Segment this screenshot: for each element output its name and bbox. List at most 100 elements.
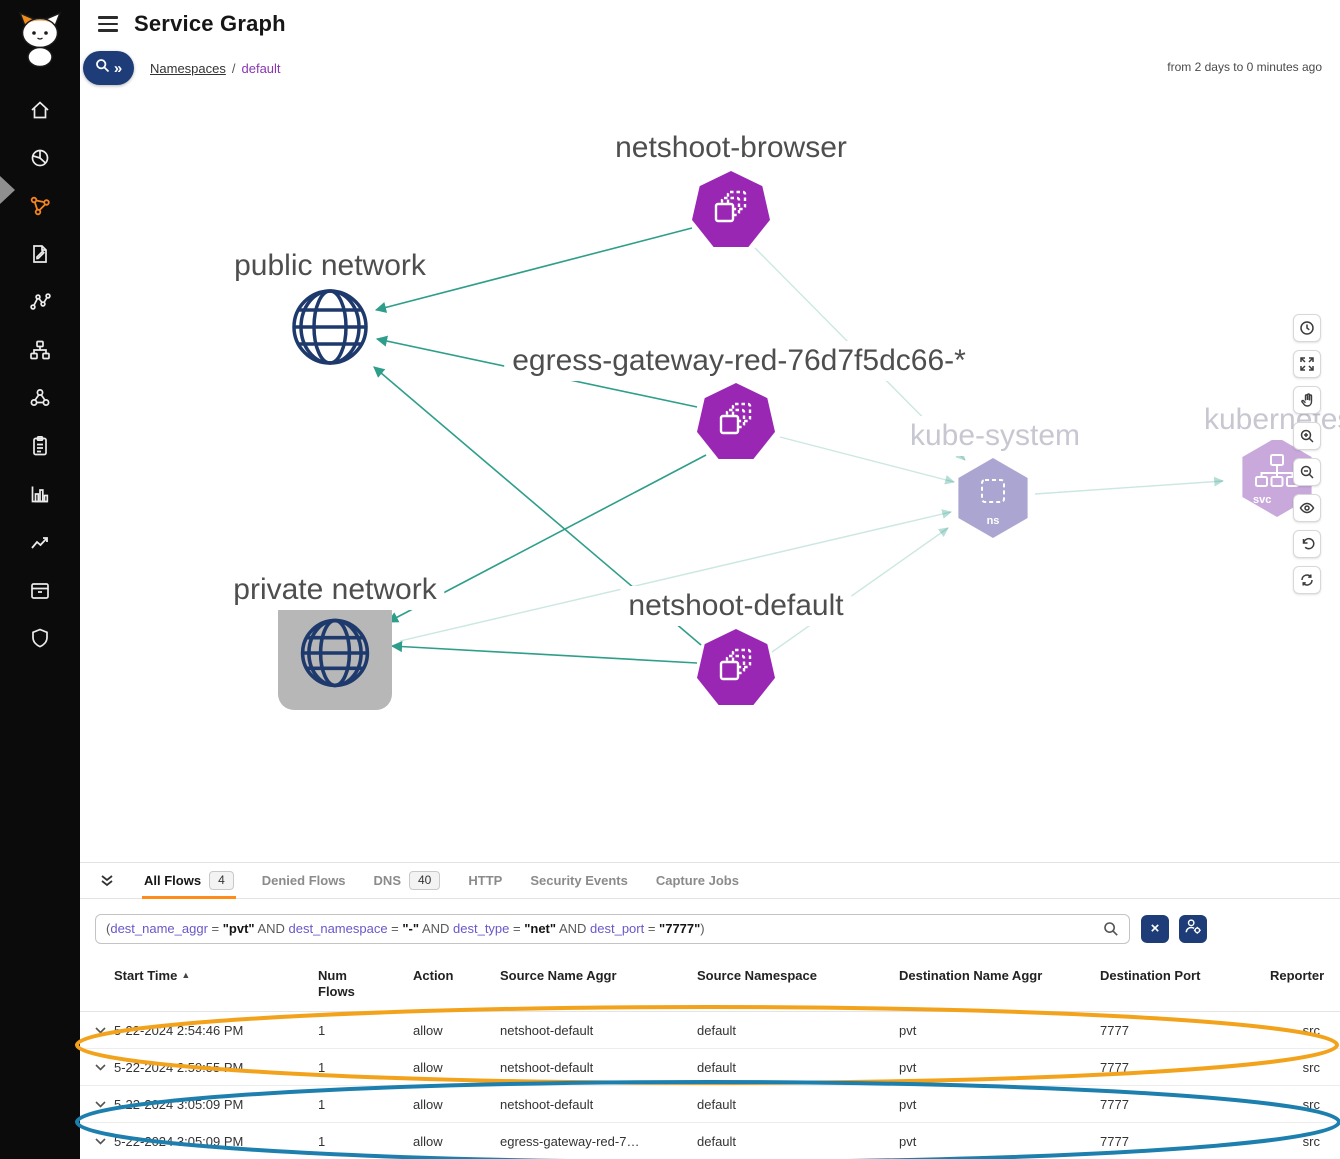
node-egress-gateway-pod-icon[interactable] [694, 381, 778, 470]
zoom-in-button[interactable] [1293, 422, 1321, 450]
node-private-network-globe-icon[interactable] [299, 617, 371, 694]
reports-icon[interactable] [16, 470, 64, 518]
cell-reporter: src [1270, 1060, 1340, 1075]
cell-num-flows: 1 [318, 1097, 413, 1112]
node-label-egress-gateway[interactable]: egress-gateway-red-76d7f5dc66-* [504, 341, 974, 381]
filter-row: (dest_name_aggr = "pvt" AND dest_namespa… [80, 899, 1340, 958]
zoom-out-button[interactable] [1293, 458, 1321, 486]
filter-token-val: "-" [402, 921, 419, 936]
header-num-flows[interactable]: Num Flows [318, 968, 364, 1001]
history-button[interactable] [1293, 314, 1321, 342]
node-netshoot-default-pod-icon[interactable] [694, 627, 778, 716]
cell-source-name-aggr: netshoot-default [500, 1097, 697, 1112]
archive-icon[interactable] [16, 566, 64, 614]
search-icon [95, 58, 110, 78]
tab-http[interactable]: HTTP [466, 863, 504, 898]
graph-search-button[interactable]: » [83, 51, 134, 85]
header-destination-port[interactable]: Destination Port [1100, 968, 1270, 984]
table-row[interactable]: 5-22-2024 2:59:55 PM1allownetshoot-defau… [80, 1049, 1340, 1086]
tab-denied-flows[interactable]: Denied Flows [260, 863, 348, 898]
user-gear-icon [1184, 917, 1202, 940]
row-expand-chevron-icon[interactable] [86, 1064, 114, 1071]
filter-token-op: AND [556, 921, 590, 936]
active-nav-marker [0, 176, 15, 204]
user-settings-button[interactable] [1179, 915, 1207, 943]
filter-token-val: "pvt" [223, 921, 255, 936]
tab-label: All Flows [144, 873, 201, 888]
dashboards-icon[interactable] [16, 134, 64, 182]
search-icon[interactable] [1103, 921, 1119, 937]
node-label-netshoot-browser[interactable]: netshoot-browser [607, 128, 855, 168]
header-start-time[interactable]: Start Time▲ [114, 968, 318, 984]
cell-start-time: 5-22-2024 2:59:55 PM [114, 1060, 318, 1075]
node-kube-system-namespace-icon[interactable]: ns [951, 456, 1035, 545]
home-icon[interactable] [16, 86, 64, 134]
cell-num-flows: 1 [318, 1060, 413, 1075]
calico-logo[interactable] [16, 10, 64, 68]
edge-kube-system-kubernetes[interactable] [1035, 481, 1223, 494]
node-label-private-network[interactable]: private network [225, 570, 444, 610]
visibility-eye-button[interactable] [1293, 494, 1321, 522]
header-destination-name-aggr[interactable]: Destination Name Aggr [899, 968, 1100, 984]
cell-source-namespace: default [697, 1134, 899, 1149]
row-expand-chevron-icon[interactable] [86, 1138, 114, 1145]
trends-icon[interactable] [16, 518, 64, 566]
breadcrumb-bar: » Namespaces/default from 2 days to 0 mi… [80, 48, 1340, 90]
filter-token-key: dest_name_aggr [110, 921, 208, 936]
tab-label: Security Events [530, 873, 628, 888]
collapse-panel-button[interactable] [96, 875, 118, 887]
table-row[interactable]: 5-22-2024 2:54:46 PM1allownetshoot-defau… [80, 1012, 1340, 1049]
node-label-kube-system[interactable]: kube-system [902, 416, 1088, 456]
service-graph-canvas[interactable]: netshoot-browser public network egress-g… [80, 90, 1340, 862]
filter-token-key: dest_namespace [289, 921, 388, 936]
cell-source-namespace: default [697, 1060, 899, 1075]
header-source-name-aggr[interactable]: Source Name Aggr [500, 968, 697, 984]
header-action[interactable]: Action [413, 968, 500, 984]
compliance-icon[interactable] [16, 422, 64, 470]
cell-action: allow [413, 1134, 500, 1149]
cell-start-time: 5-22-2024 2:54:46 PM [114, 1023, 318, 1038]
cell-dest-name-aggr: pvt [899, 1134, 1100, 1149]
row-expand-chevron-icon[interactable] [86, 1027, 114, 1034]
tab-label: Denied Flows [262, 873, 346, 888]
clusters-icon[interactable] [16, 374, 64, 422]
sort-asc-icon: ▲ [181, 970, 190, 980]
flows-table: Start Time▲ Num Flows Action Source Name… [80, 958, 1340, 1159]
node-label-netshoot-default[interactable]: netshoot-default [620, 586, 851, 626]
breadcrumb-current[interactable]: default [242, 61, 281, 76]
cell-reporter: src [1270, 1023, 1340, 1038]
service-graph-icon[interactable] [16, 182, 64, 230]
tab-security-events[interactable]: Security Events [528, 863, 630, 898]
edge-netshoot-default-private[interactable] [392, 646, 697, 663]
clear-filter-button[interactable]: × [1141, 915, 1169, 943]
node-public-network-globe-icon[interactable] [290, 287, 370, 372]
filter-token-punct: ) [700, 921, 704, 936]
tab-capture-jobs[interactable]: Capture Jobs [654, 863, 741, 898]
breadcrumb-namespaces-link[interactable]: Namespaces [150, 61, 226, 76]
pan-hand-button[interactable] [1293, 386, 1321, 414]
header-source-namespace[interactable]: Source Namespace [697, 968, 899, 984]
node-netshoot-browser-pod-icon[interactable] [689, 169, 773, 258]
flow-filter-input[interactable]: (dest_name_aggr = "pvt" AND dest_namespa… [95, 914, 1130, 944]
tab-dns[interactable]: DNS 40 [372, 863, 443, 898]
graph-toolbar [1293, 314, 1321, 594]
hamburger-menu-icon[interactable] [98, 16, 118, 31]
row-expand-chevron-icon[interactable] [86, 1101, 114, 1108]
header-reporter[interactable]: Reporter [1270, 968, 1340, 984]
undo-button[interactable] [1293, 530, 1321, 558]
flows-table-body: 5-22-2024 2:54:46 PM 1 allow netshoot-defau… [80, 1012, 1340, 1159]
table-row[interactable]: 5-22-2024 3:05:09 PM1allownetshoot-defau… [80, 1086, 1340, 1123]
cell-dest-port: 7777 [1100, 1134, 1270, 1149]
endpoints-icon[interactable] [16, 278, 64, 326]
refresh-button[interactable] [1293, 566, 1321, 594]
fit-to-screen-button[interactable] [1293, 350, 1321, 378]
node-label-public-network[interactable]: public network [226, 246, 434, 286]
policies-icon[interactable] [16, 230, 64, 278]
security-shield-icon[interactable] [16, 614, 64, 662]
network-hierarchy-icon[interactable] [16, 326, 64, 374]
tab-all-flows[interactable]: All Flows 4 [142, 863, 236, 898]
table-row[interactable]: 5-22-2024 3:05:09 PM1allowegress-gateway… [80, 1123, 1340, 1159]
filter-token-val: "net" [524, 921, 556, 936]
cell-dest-port: 7777 [1100, 1060, 1270, 1075]
filter-token-key: dest_port [590, 921, 644, 936]
